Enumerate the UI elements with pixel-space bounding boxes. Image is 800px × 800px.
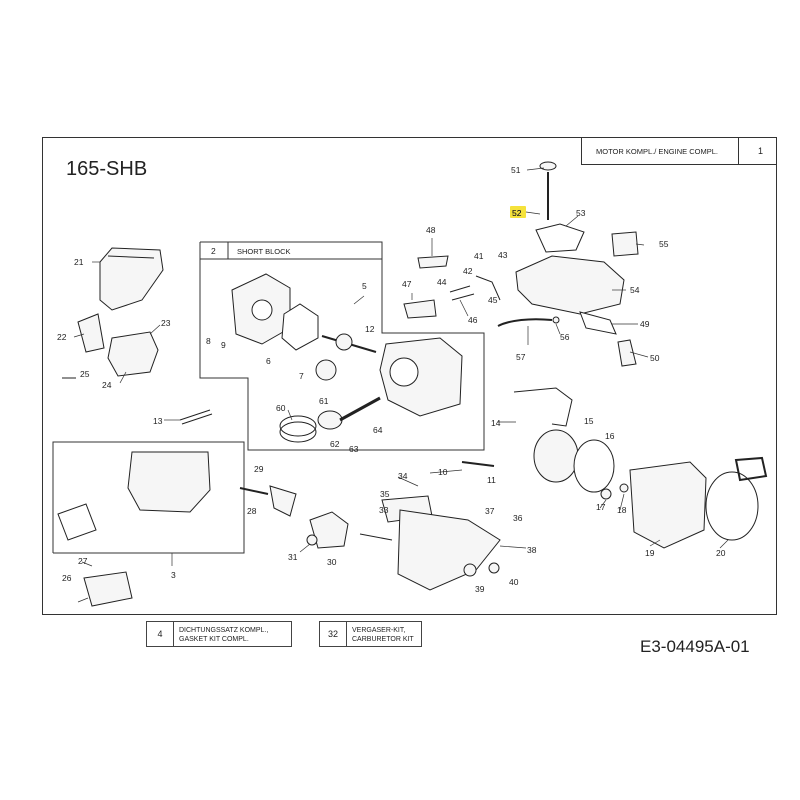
part-label-35[interactable]: 35 [380, 489, 390, 499]
part-label-7[interactable]: 7 [299, 371, 304, 381]
part-label-25[interactable]: 25 [80, 369, 90, 379]
part-label-51[interactable]: 51 [511, 165, 521, 175]
cylinder-head-frame [52, 441, 245, 554]
part-label-29[interactable]: 29 [254, 464, 264, 474]
part-label-40[interactable]: 40 [509, 577, 519, 587]
part-label-36[interactable]: 36 [513, 513, 523, 523]
part-label-57[interactable]: 57 [516, 352, 526, 362]
kit-number: 32 [320, 622, 347, 646]
part-label-12[interactable]: 12 [365, 324, 375, 334]
part-label-43[interactable]: 43 [498, 250, 508, 260]
part-label-18[interactable]: 18 [617, 505, 627, 515]
part-label-10[interactable]: 10 [438, 467, 448, 477]
short-block-frame [199, 241, 485, 451]
highlighted-part-label[interactable]: 52 [512, 208, 522, 218]
part-label-37[interactable]: 37 [485, 506, 495, 516]
title-block: MOTOR KOMPL./ ENGINE COMPL. 1 [581, 137, 777, 165]
part-label-15[interactable]: 15 [584, 416, 594, 426]
part-label-34[interactable]: 34 [398, 471, 408, 481]
part-label-45[interactable]: 45 [488, 295, 498, 305]
part-label-46[interactable]: 46 [468, 315, 478, 325]
part-label-39[interactable]: 39 [475, 584, 485, 594]
part-label-52[interactable]: 52 [512, 208, 522, 218]
part-label-62[interactable]: 62 [330, 439, 340, 449]
kit-box-gasket[interactable]: 4 DICHTUNGSSATZ KOMPL., GASKET KIT COMPL… [146, 621, 292, 647]
part-label-9[interactable]: 9 [221, 340, 226, 350]
title-block-label: MOTOR KOMPL./ ENGINE COMPL. [596, 146, 718, 156]
part-label-42[interactable]: 42 [463, 266, 473, 276]
part-highlight-52 [510, 206, 526, 218]
part-label-53[interactable]: 53 [576, 208, 586, 218]
part-label-55[interactable]: 55 [659, 239, 669, 249]
part-label-26[interactable]: 26 [62, 573, 72, 583]
drawing-frame [42, 137, 777, 615]
part-label-21[interactable]: 21 [74, 257, 84, 267]
part-label-3[interactable]: 3 [171, 570, 176, 580]
part-label-28[interactable]: 28 [247, 506, 257, 516]
part-label-14[interactable]: 14 [491, 418, 501, 428]
part-label-13[interactable]: 13 [153, 416, 163, 426]
part-shapes [57, 161, 768, 607]
part-label-33[interactable]: 33 [379, 505, 389, 515]
part-label-16[interactable]: 16 [605, 431, 615, 441]
part-label-31[interactable]: 31 [288, 552, 298, 562]
part-label-8[interactable]: 8 [206, 336, 211, 346]
part-label-49[interactable]: 49 [640, 319, 650, 329]
kit-label-line1: VERGASER-KIT, [352, 627, 406, 634]
part-label-44[interactable]: 44 [437, 277, 447, 287]
part-label-41[interactable]: 41 [474, 251, 484, 261]
short-block-label: SHORT BLOCK [237, 247, 291, 256]
kit-number: 4 [147, 622, 174, 646]
short-block-number: 2 [211, 246, 216, 256]
part-label-11[interactable]: 11 [487, 475, 496, 485]
part-label-19[interactable]: 19 [645, 548, 655, 558]
part-label-30[interactable]: 30 [327, 557, 337, 567]
kit-box-carburetor[interactable]: 32 VERGASER-KIT, CARBURETOR KIT [319, 621, 422, 647]
part-label-60[interactable]: 60 [276, 403, 286, 413]
part-label-17[interactable]: 17 [596, 502, 606, 512]
part-label-22[interactable]: 22 [57, 332, 67, 342]
kit-label-line1: DICHTUNGSSATZ KOMPL., [179, 627, 269, 634]
part-label-56[interactable]: 56 [560, 332, 570, 342]
part-label-24[interactable]: 24 [102, 380, 112, 390]
part-label-54[interactable]: 54 [630, 285, 640, 295]
part-label-48[interactable]: 48 [426, 225, 436, 235]
leader-lines [73, 167, 729, 603]
part-label-38[interactable]: 38 [527, 545, 537, 555]
part-label-63[interactable]: 63 [349, 444, 359, 454]
part-label-5[interactable]: 5 [362, 281, 367, 291]
part-label-64[interactable]: 64 [373, 425, 383, 435]
part-label-20[interactable]: 20 [716, 548, 726, 558]
part-label-6[interactable]: 6 [266, 356, 271, 366]
kit-label-line2: CARBURETOR KIT [352, 636, 414, 643]
kit-label-line2: GASKET KIT COMPL. [179, 636, 249, 643]
document-id: E3-04495A-01 [640, 637, 750, 656]
part-label-61[interactable]: 61 [319, 396, 329, 406]
model-title: 165-SHB [66, 158, 148, 180]
part-label-50[interactable]: 50 [650, 353, 660, 363]
part-label-27[interactable]: 27 [78, 556, 88, 566]
part-label-23[interactable]: 23 [161, 318, 171, 328]
title-block-number: 1 [758, 146, 764, 156]
part-label-47[interactable]: 47 [402, 279, 412, 289]
